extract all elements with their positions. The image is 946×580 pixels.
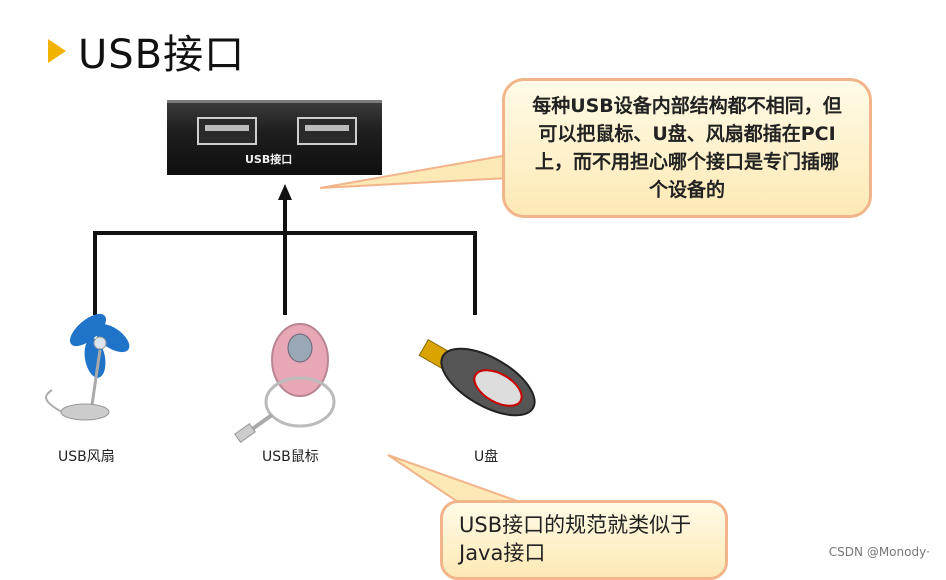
- callout-top: 每种USB设备内部结构都不相同，但可以把鼠标、U盘、风扇都插在PCI上，而不用担…: [502, 78, 872, 218]
- usb-port-panel: USB接口: [167, 100, 382, 175]
- device-label-udisk: U盘: [474, 449, 499, 465]
- bullet-arrow-icon: [48, 39, 66, 63]
- callout-top-text: 每种USB设备内部结构都不相同，但可以把鼠标、U盘、风扇都插在PCI上，而不用担…: [532, 95, 842, 201]
- usb-slot-right: [297, 117, 357, 145]
- usb-fan-icon: [45, 313, 130, 421]
- callout-bottom: USB接口的规范就类似于Java接口: [440, 500, 728, 580]
- title-text: USB接口: [78, 32, 246, 78]
- usb-port-label: USB接口: [245, 153, 293, 166]
- page-title: USB接口: [48, 22, 245, 80]
- callout-bottom-pointer: [387, 454, 521, 503]
- usb-slot-left: [197, 117, 257, 145]
- device-label-mouse: USB鼠标: [262, 449, 319, 465]
- callout-bottom-text: USB接口的规范就类似于Java接口: [459, 513, 692, 565]
- connector-line: [93, 231, 477, 315]
- device-label-fan: USB风扇: [58, 449, 115, 465]
- usb-mouse-icon: [234, 323, 336, 443]
- watermark: CSDN @Monody·: [828, 545, 930, 559]
- arrowhead-icon: [278, 184, 292, 200]
- usb-flash-drive-icon: [418, 339, 536, 417]
